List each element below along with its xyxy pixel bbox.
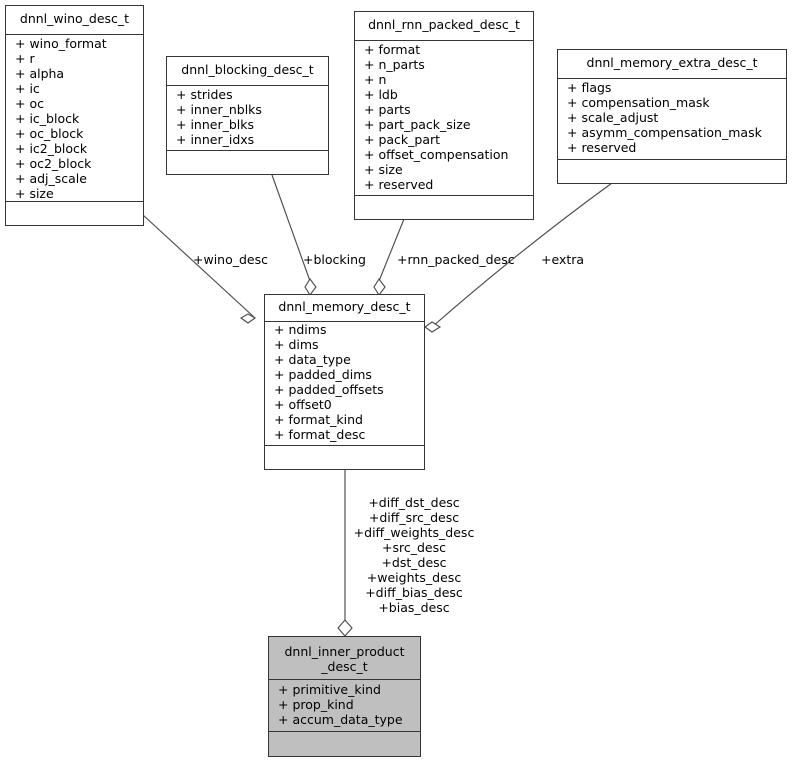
edge-extra-diamond xyxy=(424,321,442,333)
class-attr: + r xyxy=(15,51,35,66)
class-attr: + inner_blks xyxy=(176,117,254,132)
class-attr: + alpha xyxy=(15,66,64,81)
class-box-dnnl-wino-desc-t[interactable]: dnnl_wino_desc_t + wino_format + r + alp… xyxy=(5,5,144,226)
class-title-rnn: dnnl_rnn_packed_desc_t xyxy=(368,17,520,32)
class-attr: + scale_adjust xyxy=(567,110,658,125)
edge-label-blocking: +blocking xyxy=(303,252,366,267)
class-attr: + compensation_mask xyxy=(567,95,710,110)
edge-wino-desc-line xyxy=(142,214,256,319)
class-attr: + reserved xyxy=(567,140,636,155)
class-attr: + ndims xyxy=(274,322,326,337)
class-box-outline-rnn xyxy=(354,11,534,220)
class-attr: + wino_format xyxy=(15,36,107,51)
edge-label-extra: +extra xyxy=(541,252,584,267)
class-box-dnnl-inner-product-desc-t[interactable]: dnnl_inner_product _desc_t + primitive_k… xyxy=(268,636,421,757)
class-title-inner-product-line2: _desc_t xyxy=(320,659,368,674)
edge-label-diff-weights-desc: +diff_weights_desc xyxy=(354,525,475,540)
class-attr: + ldb xyxy=(364,87,398,102)
class-box-outline-extra xyxy=(557,49,787,184)
edge-blocking-diamond xyxy=(304,277,317,297)
edge-rnn-packed-desc-line xyxy=(378,218,405,282)
class-attr: + oc_block xyxy=(15,126,84,141)
class-attr: + size xyxy=(15,186,54,201)
class-title-memory: dnnl_memory_desc_t xyxy=(278,299,410,314)
class-box-dnnl-blocking-desc-t[interactable]: dnnl_blocking_desc_t + strides + inner_n… xyxy=(166,56,329,175)
class-attr: + size xyxy=(364,162,403,177)
edge-group xyxy=(142,174,613,637)
class-attr: + inner_idxs xyxy=(176,132,254,147)
edge-label-diff-src-desc: +diff_src_desc xyxy=(369,510,459,525)
class-attr: + ic2_block xyxy=(15,141,88,156)
class-attr: + accum_data_type xyxy=(278,712,403,727)
class-attr: + pack_part xyxy=(364,132,440,147)
edge-label-bias-desc: +bias_desc xyxy=(378,600,449,615)
class-attr: + prop_kind xyxy=(278,697,354,712)
class-attr: + offset_compensation xyxy=(364,147,508,162)
edge-label-rnn-packed-desc: +rnn_packed_desc xyxy=(397,252,515,267)
edge-label-group: +wino_desc +blocking +rnn_packed_desc +e… xyxy=(193,252,584,615)
class-box-dnnl-memory-extra-desc-t[interactable]: dnnl_memory_extra_desc_t + flags + compe… xyxy=(557,49,787,184)
class-attr: + padded_dims xyxy=(274,367,372,382)
edge-wino-desc-diamond xyxy=(239,313,257,324)
edge-inner-product-diamond xyxy=(337,619,353,637)
edge-label-wino-desc: +wino_desc xyxy=(193,252,268,267)
class-attr: + n_parts xyxy=(364,57,425,72)
class-attr: + primitive_kind xyxy=(278,682,381,697)
edge-label-dst-desc: +dst_desc xyxy=(381,555,446,570)
class-title-blocking: dnnl_blocking_desc_t xyxy=(181,62,314,77)
edge-rnn-packed-desc-diamond xyxy=(373,277,386,297)
class-attr: + data_type xyxy=(274,352,351,367)
class-box-outline-inner-product xyxy=(268,636,421,757)
class-box-outline-blocking xyxy=(166,56,329,175)
class-attr: + asymm_compensation_mask xyxy=(567,125,763,140)
class-title-inner-product-line1: dnnl_inner_product xyxy=(285,644,405,659)
class-attr: + ic_block xyxy=(15,111,80,126)
class-box-dnnl-rnn-packed-desc-t[interactable]: dnnl_rnn_packed_desc_t + format + n_part… xyxy=(354,11,534,220)
class-box-outline-memory xyxy=(264,294,425,470)
class-attr: + inner_nblks xyxy=(176,102,262,117)
class-box-dnnl-memory-desc-t[interactable]: dnnl_memory_desc_t + ndims + dims + data… xyxy=(264,294,425,470)
class-attr: + adj_scale xyxy=(15,171,87,186)
class-attr: + reserved xyxy=(364,177,433,192)
edge-blocking-line xyxy=(271,174,311,282)
class-attr: + oc xyxy=(15,96,44,111)
class-title-extra: dnnl_memory_extra_desc_t xyxy=(587,55,758,70)
edge-label-diff-bias-desc: +diff_bias_desc xyxy=(365,585,463,600)
class-attr: + padded_offsets xyxy=(274,382,384,397)
class-attr: + part_pack_size xyxy=(364,117,471,132)
edge-label-weights-desc: +weights_desc xyxy=(367,570,462,585)
edge-extra-line xyxy=(431,182,613,328)
class-attr: + oc2_block xyxy=(15,156,92,171)
class-attr: + format_kind xyxy=(274,412,363,427)
class-attr: + dims xyxy=(274,337,319,352)
class-attr: + ic xyxy=(15,81,40,96)
class-attr: + strides xyxy=(176,87,233,102)
class-attr: + offset0 xyxy=(274,397,332,412)
class-attr: + n xyxy=(364,72,386,87)
class-attr: + format xyxy=(364,42,420,57)
class-attr: + format_desc xyxy=(274,427,366,442)
class-title-wino: dnnl_wino_desc_t xyxy=(20,11,129,26)
edge-label-diff-dst-desc: +diff_dst_desc xyxy=(368,495,459,510)
class-attr: + parts xyxy=(364,102,411,117)
class-box-outline-wino xyxy=(5,5,144,226)
edge-label-src-desc: +src_desc xyxy=(382,540,446,555)
class-attr: + flags xyxy=(567,80,611,95)
